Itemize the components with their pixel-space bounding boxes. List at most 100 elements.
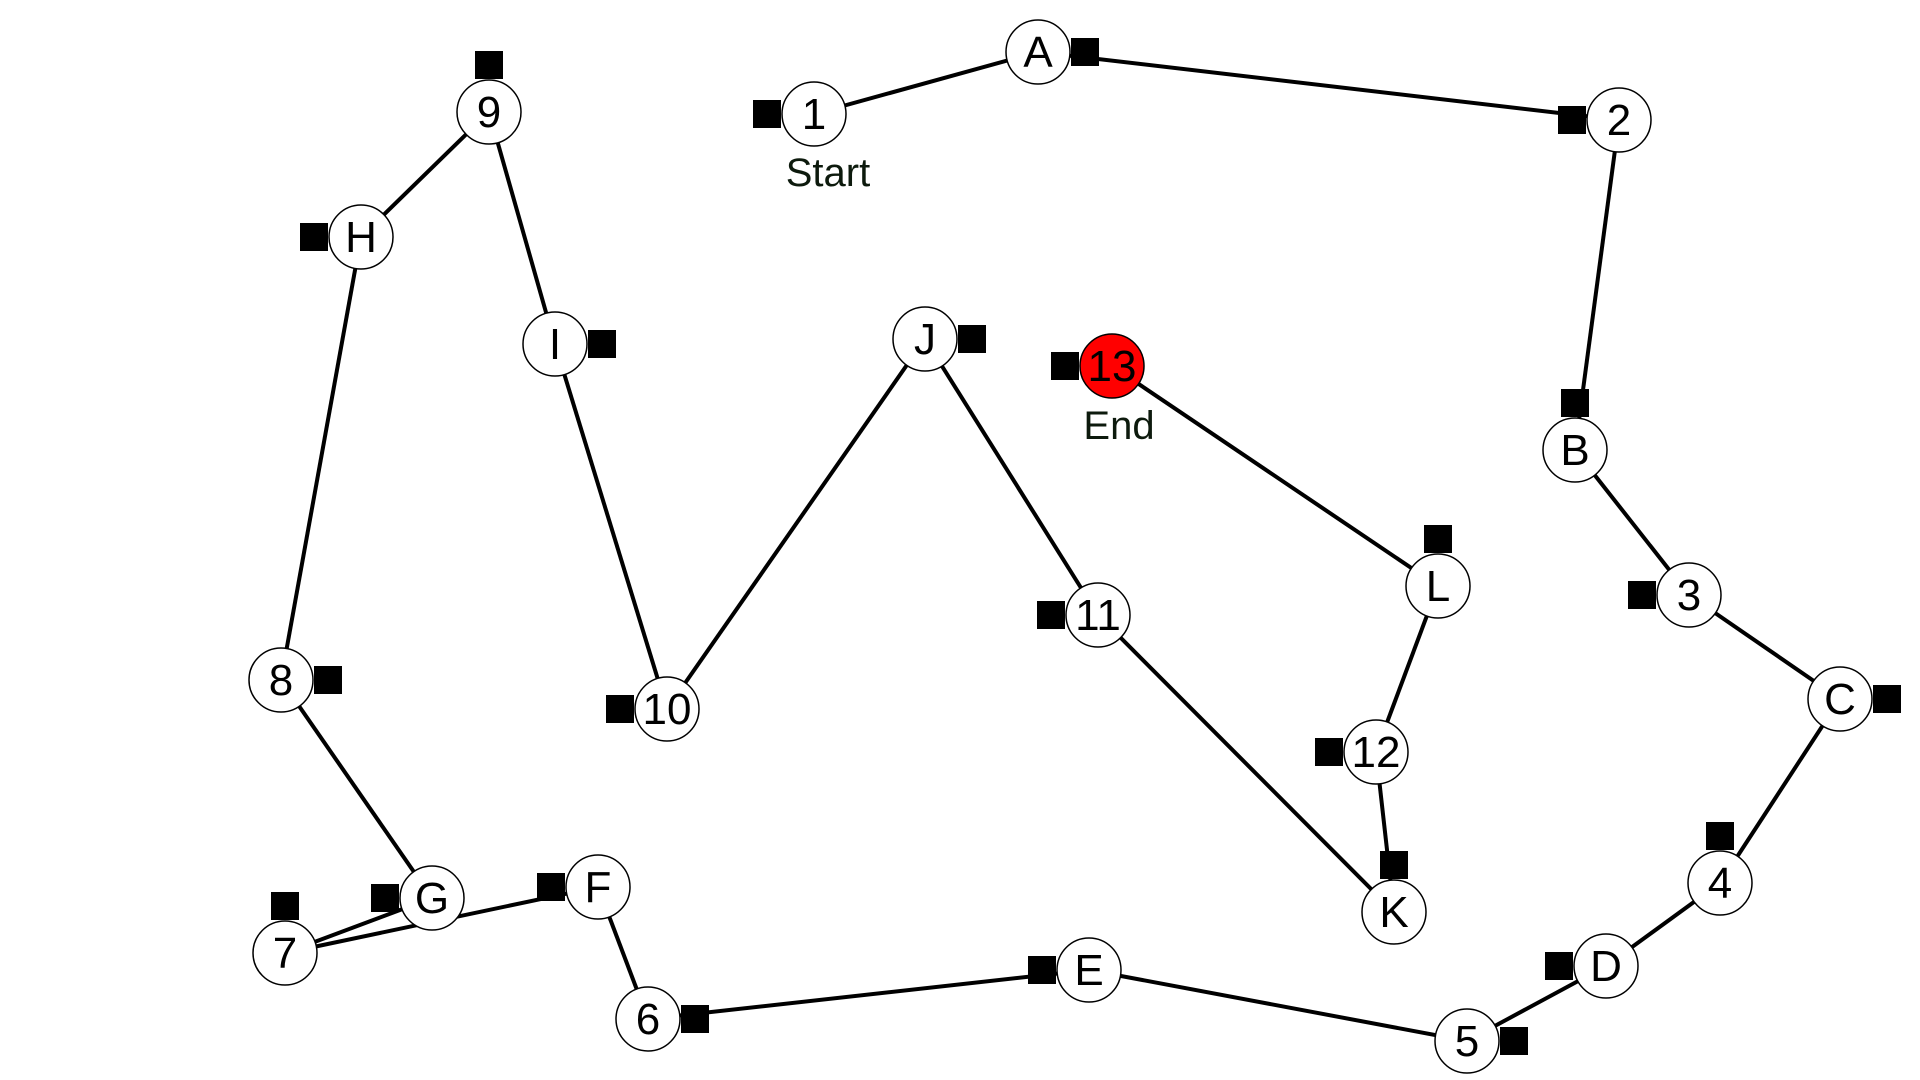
- marker-3: [1628, 581, 1656, 609]
- node-label-E: E: [1074, 946, 1103, 995]
- node-label-C: C: [1824, 675, 1856, 724]
- start-caption: Start: [786, 151, 870, 195]
- node-circle-C: [1807, 666, 1873, 732]
- edge-9-I: [487, 111, 557, 345]
- marker-7: [271, 892, 299, 920]
- marker-6: [681, 1005, 709, 1033]
- node-5: 5: [1434, 1008, 1500, 1074]
- node-label-G: G: [415, 874, 449, 923]
- marker-1: [753, 100, 781, 128]
- marker-F: [537, 873, 565, 901]
- node-I: I: [522, 311, 588, 377]
- node-7: 7: [252, 920, 318, 986]
- edge-11-K: [1096, 613, 1396, 914]
- trail-edges: [279, 50, 1842, 1043]
- node-E: E: [1056, 937, 1122, 1003]
- marker-4: [1706, 822, 1734, 850]
- edge-A-2: [1037, 50, 1620, 122]
- node-circle-D: [1573, 933, 1639, 999]
- node-circle-5: [1434, 1008, 1500, 1074]
- marker-11: [1037, 601, 1065, 629]
- node-H: H: [328, 204, 394, 270]
- node-A: A: [1005, 19, 1071, 85]
- node-10: 10: [634, 676, 700, 742]
- marker-L: [1424, 525, 1452, 553]
- marker-G: [371, 884, 399, 912]
- marker-8: [314, 666, 342, 694]
- edge-L-13: [1110, 364, 1440, 588]
- node-11: 11: [1065, 582, 1131, 648]
- marker-D: [1545, 952, 1573, 980]
- node-D: D: [1573, 933, 1639, 999]
- node-circle-2: [1586, 87, 1652, 153]
- marker-9: [475, 51, 503, 79]
- node-1: 1: [781, 81, 847, 147]
- marker-I: [588, 330, 616, 358]
- node-circle-9: [456, 79, 522, 145]
- node-label-5: 5: [1455, 1017, 1479, 1066]
- marker-10: [606, 695, 634, 723]
- node-label-H: H: [345, 213, 377, 262]
- node-3: 3: [1656, 562, 1722, 628]
- trail-nodes: 1 A 2B 3C 4D 5 E 6 F 7 G 8 H 9I 10 J 11K 12 L 13: [248, 19, 1873, 1074]
- edge-1-A: [813, 50, 1039, 116]
- marker-E: [1028, 956, 1056, 984]
- node-circle-1: [781, 81, 847, 147]
- node-2: 2: [1586, 87, 1652, 153]
- node-label-13: 13: [1088, 342, 1137, 391]
- node-circle-H: [328, 204, 394, 270]
- node-G: G: [399, 865, 465, 931]
- marker-A: [1071, 38, 1099, 66]
- node-circle-J: [892, 306, 958, 372]
- node-B: B: [1542, 417, 1608, 483]
- marker-J: [958, 325, 986, 353]
- marker-5: [1500, 1027, 1528, 1055]
- node-label-9: 9: [477, 88, 501, 137]
- node-L: L: [1405, 553, 1471, 619]
- node-label-K: K: [1379, 888, 1408, 937]
- node-8: 8: [248, 647, 314, 713]
- edge-J-11: [923, 337, 1100, 617]
- node-label-F: F: [585, 863, 612, 912]
- edge-G-8: [279, 678, 434, 900]
- marker-2: [1558, 106, 1586, 134]
- node-6: 6: [615, 986, 681, 1052]
- node-F: F: [565, 854, 631, 920]
- node-circle-F: [565, 854, 631, 920]
- node-label-2: 2: [1607, 96, 1631, 145]
- node-circle-7: [252, 920, 318, 986]
- node-label-8: 8: [269, 656, 293, 705]
- node-label-J: J: [914, 315, 936, 364]
- marker-12: [1315, 738, 1343, 766]
- node-J: J: [892, 306, 958, 372]
- edge-C-4: [1718, 697, 1842, 885]
- node-K: K: [1361, 879, 1427, 945]
- node-circle-8: [248, 647, 314, 713]
- edge-I-10: [553, 343, 669, 710]
- node-label-7: 7: [273, 929, 297, 978]
- edge-5-E: [1088, 968, 1468, 1043]
- node-circle-10: [634, 676, 700, 742]
- node-label-B: B: [1560, 426, 1589, 475]
- node-4: 4: [1687, 850, 1753, 916]
- node-circle-3: [1656, 562, 1722, 628]
- edge-E-6: [647, 968, 1090, 1021]
- node-label-1: 1: [802, 90, 826, 139]
- node-label-D: D: [1590, 942, 1622, 991]
- node-label-4: 4: [1708, 859, 1732, 908]
- node-12: 12: [1343, 719, 1409, 785]
- edge-8-H: [279, 236, 363, 681]
- edge-10-J: [665, 337, 927, 711]
- node-label-A: A: [1023, 28, 1053, 77]
- node-circle-B: [1542, 417, 1608, 483]
- node-circle-A: [1005, 19, 1071, 85]
- node-circle-12: [1343, 719, 1409, 785]
- end-caption: End: [1083, 404, 1154, 448]
- node-circle-K: [1361, 879, 1427, 945]
- node-label-I: I: [549, 320, 561, 369]
- marker-13: [1051, 352, 1079, 380]
- marker-H: [300, 223, 328, 251]
- node-circle-E: [1056, 937, 1122, 1003]
- marker-B: [1561, 389, 1589, 417]
- node-circle-11: [1065, 582, 1131, 648]
